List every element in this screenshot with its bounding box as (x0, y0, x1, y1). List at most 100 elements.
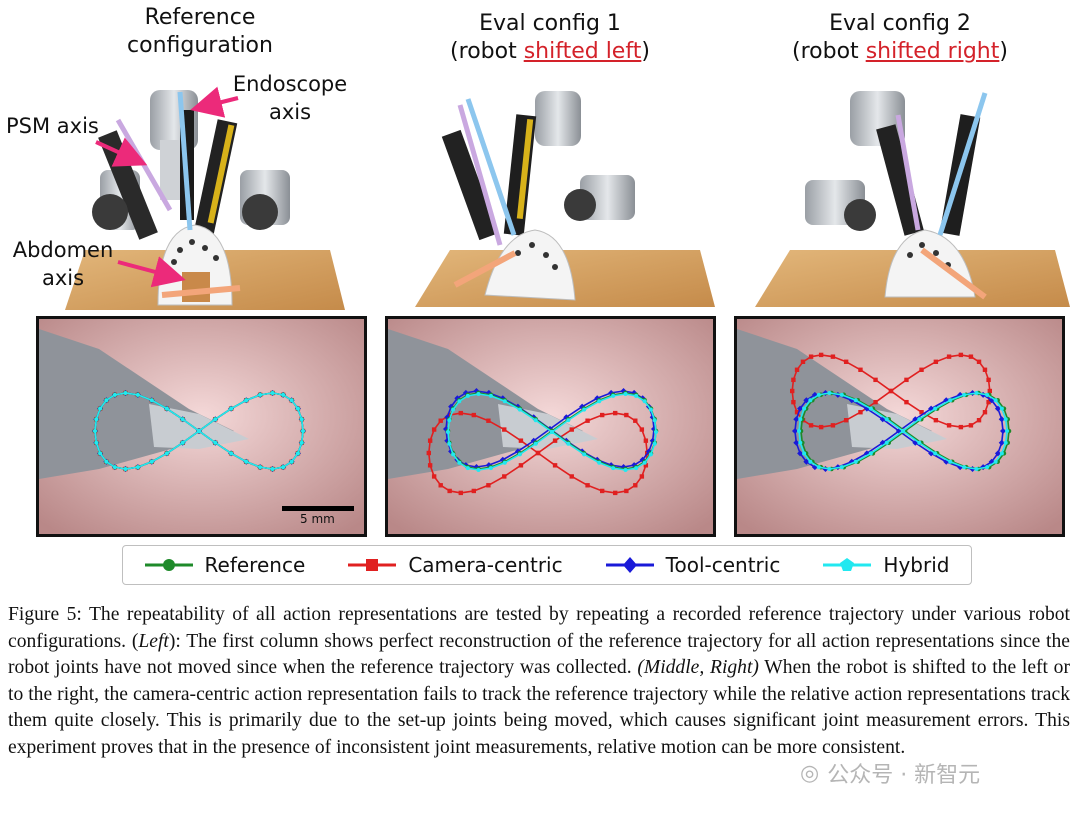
camera-centric-point (800, 359, 806, 364)
camera-centric-point (585, 418, 590, 423)
hybrid-point (457, 460, 462, 465)
tool-centric-point (649, 437, 656, 444)
hybrid-point (623, 392, 628, 396)
hybrid-point (1005, 429, 1009, 433)
hybrid-point (457, 399, 462, 404)
hybrid-point (1003, 440, 1008, 445)
hybrid-point (839, 392, 844, 397)
hybrid-point (465, 393, 470, 398)
hybrid-point (839, 465, 844, 470)
camera-centric-point (447, 412, 452, 418)
camera-centric-point (518, 463, 524, 468)
hybrid-point (281, 465, 286, 470)
hybrid-point (634, 466, 639, 471)
hybrid-point (488, 393, 493, 398)
hybrid-point (798, 440, 803, 445)
hybrid-point (98, 451, 103, 456)
camera-centric-point (830, 354, 836, 359)
hybrid-point (853, 459, 858, 464)
hybrid-point (611, 393, 616, 398)
tool-centric-point (792, 428, 798, 434)
hybrid-point (289, 398, 294, 403)
hybrid-point (476, 468, 481, 472)
camera-centric-point (791, 377, 796, 383)
camera-centric-point (790, 388, 795, 394)
column-title-eval2: Eval config 2 (robot shifted right) (792, 11, 1008, 64)
hybrid-point (502, 460, 507, 465)
hybrid-point (933, 406, 938, 411)
tool-centric-point (1000, 428, 1006, 434)
hybrid-point (447, 441, 452, 446)
hybrid-point (566, 441, 571, 446)
hybrid-point (270, 391, 275, 395)
hybrid-point (213, 440, 218, 445)
hybrid-point (884, 417, 889, 422)
hybrid-point (451, 452, 456, 457)
scale-bar-label: 5 mm (300, 512, 335, 526)
tool-centric-point (811, 391, 818, 398)
hybrid-point (258, 392, 263, 397)
hybrid-point (301, 429, 305, 433)
camera-centric-point (843, 418, 849, 423)
hybrid-point (816, 392, 821, 397)
hybrid-point (582, 452, 587, 457)
tool-centric-point (620, 388, 627, 394)
hybrid-point (597, 460, 602, 465)
hybrid-point (1003, 417, 1008, 422)
hybrid-point (948, 459, 953, 464)
hybrid-point (816, 465, 821, 470)
camera-centric-point (599, 488, 605, 494)
camera-centric-point (987, 388, 992, 394)
tool-centric-point (514, 448, 521, 455)
hybrid-point (281, 392, 286, 397)
tool-centric-point (863, 450, 870, 457)
hybrid-point (135, 465, 140, 470)
hybrid-point (112, 465, 117, 470)
tool-centric-point (879, 439, 886, 446)
camera-centric-point (438, 483, 443, 488)
hybrid-point (652, 418, 657, 423)
hybrid-point (502, 399, 507, 404)
camera-centric-point (643, 463, 649, 468)
hybrid-point (94, 440, 99, 445)
grasper-tip (149, 404, 249, 449)
hybrid-marker-icon (823, 558, 872, 571)
hybrid-point (974, 391, 979, 395)
hybrid-point (962, 392, 967, 397)
camera-centric-point (427, 463, 433, 468)
hybrid-point (135, 392, 140, 397)
hybrid-point (652, 441, 657, 446)
camera-centric-point (904, 377, 909, 383)
camera-centric-point (633, 483, 638, 488)
wechat-icon: ◎ (800, 760, 820, 786)
camera-centric-point (633, 418, 638, 423)
hybrid-point (985, 392, 990, 397)
camera-centric-point (904, 399, 909, 405)
hybrid-point (533, 418, 538, 423)
hybrid-point (451, 407, 456, 412)
camera-centric-point (447, 488, 452, 494)
camera-centric-point (958, 352, 964, 358)
camera-centric-point (982, 367, 988, 372)
tool-centric-point (863, 405, 870, 412)
robot-photo-eval2 (755, 91, 1070, 307)
hybrid-point (123, 391, 128, 395)
camera-centric-point (858, 410, 863, 415)
hybrid-point (985, 465, 990, 470)
hybrid-point (295, 451, 300, 456)
hybrid-point (104, 459, 109, 464)
hybrid-point (917, 440, 922, 445)
hybrid-point (98, 406, 103, 411)
hybrid-point (933, 451, 938, 456)
camera-centric-point (643, 438, 649, 443)
column-title-reference: Reference configuration (127, 5, 273, 58)
hybrid-point (917, 417, 922, 422)
hybrid-point (798, 417, 803, 422)
hybrid-point (465, 466, 470, 471)
hybrid-point (648, 452, 653, 457)
tool-centric-point (793, 416, 800, 423)
endoscope-axis-label: Endoscope axis (232, 72, 348, 124)
camera-centric-point (946, 354, 952, 359)
camera-centric-point (830, 423, 836, 428)
camera-centric-point (946, 423, 952, 428)
